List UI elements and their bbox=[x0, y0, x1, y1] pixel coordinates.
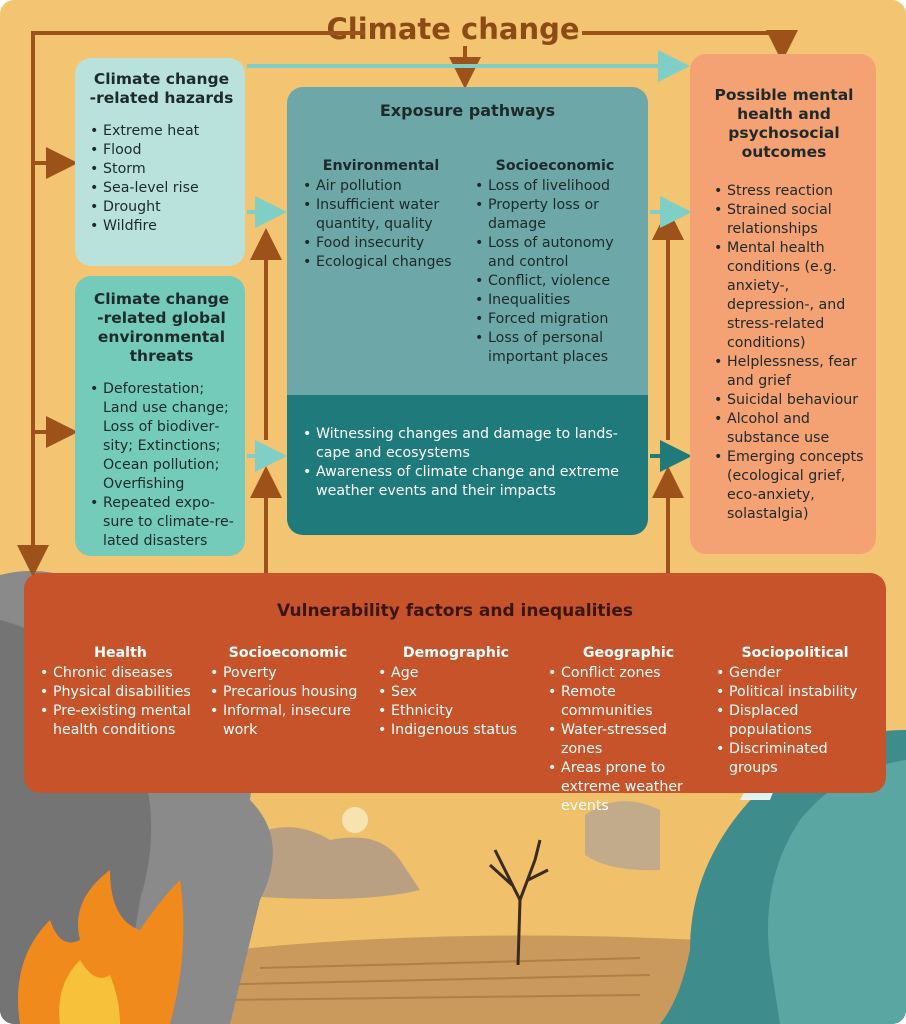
socioeconomic-column: Socioeconomic Loss of livelihood Propert… bbox=[473, 157, 637, 367]
list-item: Mental health conditions (e.g. anxiety-,… bbox=[712, 239, 866, 353]
outcomes-list: Stress reaction Strained social relation… bbox=[712, 182, 866, 524]
environmental-title: Environmental bbox=[322, 158, 440, 174]
list-item: Witnessing changes and damage to lands­c… bbox=[301, 425, 634, 463]
socioeconomic-vuln-list: Poverty Precarious housing Informal, ins… bbox=[208, 664, 368, 740]
socioeconomic-vuln-title: Socioeconomic bbox=[228, 645, 348, 661]
list-item: Emerging concepts (ecological grief, eco… bbox=[712, 448, 866, 524]
list-item: Precarious housing bbox=[208, 683, 368, 702]
demographic-title: Demographic bbox=[402, 645, 510, 661]
list-item: Physical disabilities bbox=[38, 683, 203, 702]
list-item: Remote communities bbox=[546, 683, 711, 721]
sun-icon bbox=[342, 807, 368, 833]
sociopolitical-column: Sociopolitical Gender Political instabil… bbox=[714, 644, 876, 778]
list-item: Forced migration bbox=[473, 310, 637, 329]
list-item: Extreme heat bbox=[88, 122, 235, 141]
environmental-list: Air pollution Insufficient water quantit… bbox=[301, 177, 461, 272]
list-item: Flood bbox=[88, 141, 235, 160]
list-item: Air pollution bbox=[301, 177, 461, 196]
list-item: Sea-level rise bbox=[88, 179, 235, 198]
dead-tree-icon bbox=[488, 839, 549, 966]
list-item: Alcohol and substance use bbox=[712, 410, 866, 448]
list-item: Inequalities bbox=[473, 291, 637, 310]
cloud-icon bbox=[585, 801, 660, 871]
list-item: Areas prone to extre­me weather events bbox=[546, 759, 711, 816]
demographic-list: Age Sex Ethnicity Indigenous status bbox=[376, 664, 536, 740]
environmental-column: Environmental Air pollution Insufficient… bbox=[301, 157, 461, 272]
exposure-title: Exposure pathways bbox=[379, 101, 556, 120]
list-item: Chronic diseases bbox=[38, 664, 203, 683]
geographic-title: Geographic bbox=[582, 645, 675, 661]
list-item: Deforestation; Land use change; Loss of … bbox=[88, 380, 235, 494]
list-item: Loss of livelihood bbox=[473, 177, 637, 196]
list-item: Property loss or damage bbox=[473, 196, 637, 234]
exposure-box: Exposure pathways Environmental Air poll… bbox=[287, 87, 648, 395]
outcomes-box: Possible mental health and psychosocial … bbox=[690, 54, 876, 554]
list-item: Suicidal behaviour bbox=[712, 391, 866, 410]
socioeconomic-title: Socioeconomic bbox=[495, 158, 615, 174]
list-item: Wildfire bbox=[88, 217, 235, 236]
list-item: Displaced populations bbox=[714, 702, 876, 740]
hazards-list: Extreme heat Flood Storm Sea-level rise … bbox=[88, 122, 235, 236]
list-item: Food insecurity bbox=[301, 234, 461, 253]
list-item: Ethnicity bbox=[376, 702, 536, 721]
list-item: Gender bbox=[714, 664, 876, 683]
geographic-column: Geographic Conflict zones Remote communi… bbox=[546, 644, 711, 816]
list-item: Loss of personal important places bbox=[473, 329, 637, 367]
list-item: Conflict, violence bbox=[473, 272, 637, 291]
outcomes-title: Possible mental health and psychosocial … bbox=[714, 86, 854, 161]
list-item: Water-stressed zones bbox=[546, 721, 711, 759]
list-item: Poverty bbox=[208, 664, 368, 683]
list-item: Awareness of climate change and extreme … bbox=[301, 463, 634, 501]
health-column: Health Chronic diseases Physical disabil… bbox=[38, 644, 203, 740]
sociopolitical-title: Sociopolitical bbox=[741, 645, 849, 661]
list-item: Stress reaction bbox=[712, 182, 866, 201]
threats-box: Climate change -related global environme… bbox=[75, 276, 245, 556]
vulnerability-box: Vulnerability factors and inequalities H… bbox=[24, 573, 886, 814]
socioeconomic-list: Loss of livelihood Property loss or dama… bbox=[473, 177, 637, 367]
vulnerability-title: Vulnerability factors and inequalities bbox=[276, 601, 634, 621]
list-item: Indigenous status bbox=[376, 721, 536, 740]
list-item: Age bbox=[376, 664, 536, 683]
list-item: Sex bbox=[376, 683, 536, 702]
threats-title: Climate change -related global environme… bbox=[93, 290, 230, 365]
list-item: Strained social relationships bbox=[712, 201, 866, 239]
page-title: Climate change bbox=[326, 12, 580, 46]
list-item: Informal, insecure work bbox=[208, 702, 368, 740]
hazards-box: Climate change -related hazards Extreme … bbox=[75, 58, 245, 266]
list-item: Insufficient water quantity, quality bbox=[301, 196, 461, 234]
list-item: Repeated expo­sure to climate-re­lated d… bbox=[88, 494, 235, 551]
list-item: Helplessness, fear and grief bbox=[712, 353, 866, 391]
witness-box: Witnessing changes and damage to lands­c… bbox=[287, 395, 648, 535]
fire-icon bbox=[18, 870, 184, 1024]
hazards-title: Climate change -related hazards bbox=[89, 70, 234, 107]
cloud-icon bbox=[230, 827, 420, 899]
list-item: Storm bbox=[88, 160, 235, 179]
demographic-column: Demographic Age Sex Ethnicity Indigenous… bbox=[376, 644, 536, 740]
witness-list: Witnessing changes and damage to lands­c… bbox=[301, 425, 634, 501]
health-list: Chronic diseases Physical disabilities P… bbox=[38, 664, 203, 740]
geographic-list: Conflict zones Remote communities Water-… bbox=[546, 664, 711, 816]
sociopolitical-list: Gender Political instability Displaced p… bbox=[714, 664, 876, 778]
health-title: Health bbox=[94, 645, 147, 661]
list-item: Pre-existing mental health conditions bbox=[38, 702, 203, 740]
list-item: Political instability bbox=[714, 683, 876, 702]
socioeconomic-vuln-column: Socioeconomic Poverty Precarious housing… bbox=[208, 644, 368, 740]
list-item: Ecological changes bbox=[301, 253, 461, 272]
list-item: Drought bbox=[88, 198, 235, 217]
list-item: Conflict zones bbox=[546, 664, 711, 683]
list-item: Discriminated groups bbox=[714, 740, 876, 778]
threats-list: Deforestation; Land use change; Loss of … bbox=[88, 380, 235, 551]
list-item: Loss of autonomy and control bbox=[473, 234, 637, 272]
